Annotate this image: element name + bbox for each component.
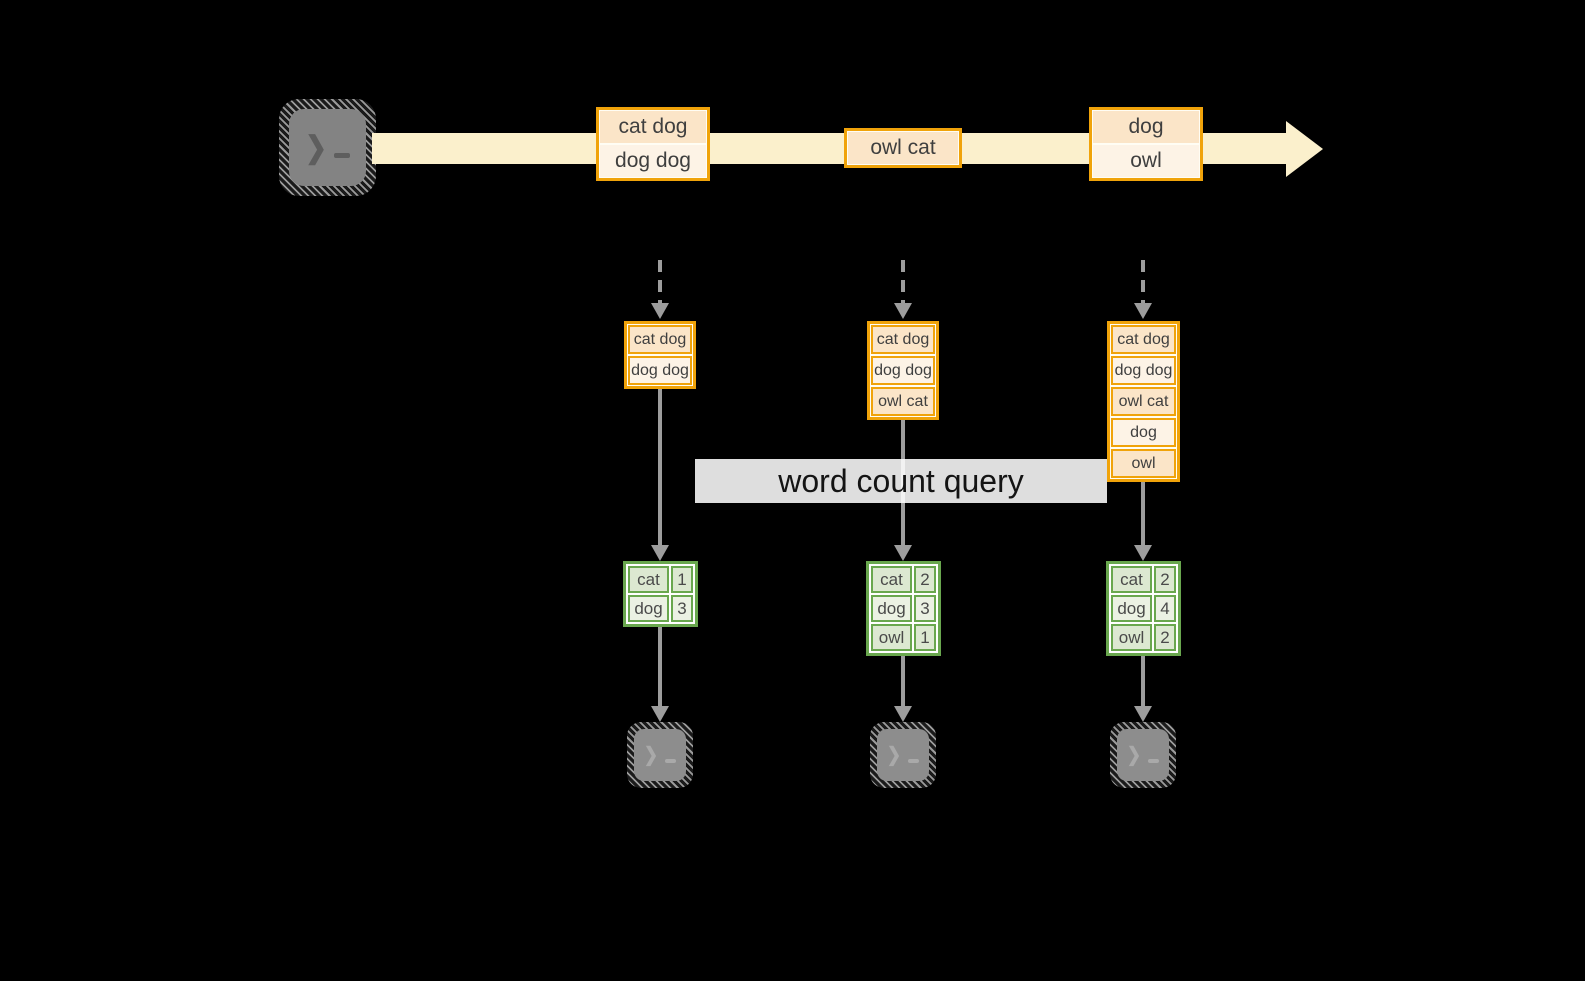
word-cell: dog bbox=[628, 595, 669, 622]
flow-arrowhead-icon bbox=[651, 706, 669, 722]
buffer-row: owl bbox=[1111, 449, 1176, 478]
count-cell: 3 bbox=[914, 595, 936, 622]
count-cell: 2 bbox=[914, 566, 936, 593]
record-row: cat dog bbox=[600, 111, 706, 143]
terminal-screen: ❯ bbox=[289, 109, 366, 186]
count-cell: 4 bbox=[1154, 595, 1176, 622]
record-row: dog dog bbox=[600, 145, 706, 177]
count-cell: 2 bbox=[1154, 624, 1176, 651]
terminal-sink-icon: ❯ bbox=[1110, 722, 1176, 788]
count-cell: 3 bbox=[671, 595, 693, 622]
count-cell: 2 bbox=[1154, 566, 1176, 593]
buffer-row: owl cat bbox=[871, 387, 935, 416]
flow-arrowhead-icon bbox=[651, 545, 669, 561]
flow-arrow-line bbox=[901, 656, 905, 706]
flow-arrow-line bbox=[1141, 656, 1145, 706]
count-cell: 1 bbox=[914, 624, 936, 651]
count-table-1: cat 1 dog 3 bbox=[623, 561, 698, 627]
word-cell: cat bbox=[871, 566, 912, 593]
terminal-sink-icon: ❯ bbox=[870, 722, 936, 788]
prompt-chevron-icon: ❯ bbox=[305, 129, 327, 165]
buffer-row: cat dog bbox=[871, 325, 935, 354]
buffer-stack-2: cat dog dog dog owl cat bbox=[867, 321, 939, 420]
count-cell: 1 bbox=[671, 566, 693, 593]
record-row: owl bbox=[1093, 145, 1199, 177]
count-table-3: cat 2 dog 4 owl 2 bbox=[1106, 561, 1181, 656]
word-cell: cat bbox=[1111, 566, 1152, 593]
flow-arrowhead-icon bbox=[894, 545, 912, 561]
buffer-row: cat dog bbox=[1111, 325, 1176, 354]
stream-record-3: dog owl bbox=[1089, 107, 1203, 181]
flow-arrowhead-icon bbox=[894, 706, 912, 722]
prompt-chevron-icon: ❯ bbox=[1126, 743, 1142, 766]
word-cell: dog bbox=[871, 595, 912, 622]
stream-arrowhead-icon bbox=[1286, 121, 1323, 177]
word-cell: owl bbox=[871, 624, 912, 651]
buffer-row: cat dog bbox=[628, 325, 692, 354]
terminal-cursor-icon bbox=[333, 153, 350, 158]
flow-arrow-line bbox=[658, 388, 662, 545]
prompt-chevron-icon: ❯ bbox=[886, 743, 902, 766]
buffer-stack-1: cat dog dog dog bbox=[624, 321, 696, 389]
terminal-source-icon: ❯ bbox=[279, 99, 376, 196]
buffer-row: dog dog bbox=[628, 356, 692, 385]
stream-record-1: cat dog dog dog bbox=[596, 107, 710, 181]
buffer-row: dog bbox=[1111, 418, 1176, 447]
query-label: word count query bbox=[695, 459, 1107, 503]
dashed-arrow-line bbox=[901, 260, 905, 304]
record-row: owl cat bbox=[848, 132, 958, 164]
terminal-screen: ❯ bbox=[634, 729, 686, 781]
word-cell: owl bbox=[1111, 624, 1152, 651]
terminal-sink-icon: ❯ bbox=[627, 722, 693, 788]
flow-arrow-line bbox=[658, 627, 662, 706]
stream-record-2: owl cat bbox=[844, 128, 962, 168]
dashed-arrow-line bbox=[658, 260, 662, 304]
flow-arrow-line bbox=[1141, 481, 1145, 545]
dashed-arrowhead-icon bbox=[1134, 303, 1152, 319]
count-table-2: cat 2 dog 3 owl 1 bbox=[866, 561, 941, 656]
buffer-row: dog dog bbox=[871, 356, 935, 385]
dashed-arrow-line bbox=[1141, 260, 1145, 304]
dashed-arrowhead-icon bbox=[651, 303, 669, 319]
record-row: dog bbox=[1093, 111, 1199, 143]
prompt-chevron-icon: ❯ bbox=[643, 743, 659, 766]
terminal-screen: ❯ bbox=[877, 729, 929, 781]
word-cell: dog bbox=[1111, 595, 1152, 622]
buffer-stack-3: cat dog dog dog owl cat dog owl bbox=[1107, 321, 1180, 482]
flow-arrowhead-icon bbox=[1134, 545, 1152, 561]
word-cell: cat bbox=[628, 566, 669, 593]
buffer-row: owl cat bbox=[1111, 387, 1176, 416]
buffer-row: dog dog bbox=[1111, 356, 1176, 385]
terminal-cursor-icon bbox=[665, 758, 677, 763]
terminal-cursor-icon bbox=[1148, 758, 1160, 763]
flow-arrowhead-icon bbox=[1134, 706, 1152, 722]
dashed-arrowhead-icon bbox=[894, 303, 912, 319]
terminal-cursor-icon bbox=[908, 758, 920, 763]
terminal-screen: ❯ bbox=[1117, 729, 1169, 781]
